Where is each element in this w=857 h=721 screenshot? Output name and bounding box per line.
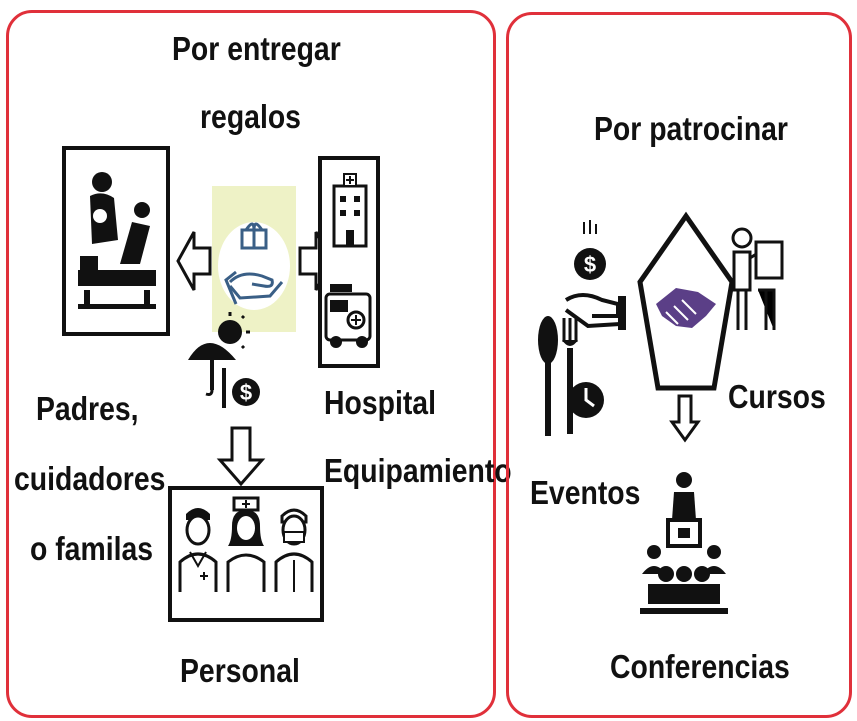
hospital-line1: Hospital xyxy=(324,384,436,421)
nurse-icon xyxy=(226,496,266,592)
hospital-line2: Equipamiento xyxy=(324,452,512,489)
left-title-line1: Por entregar xyxy=(172,30,341,67)
doctor-icon xyxy=(178,508,218,592)
svg-text:$: $ xyxy=(584,252,596,277)
hospital-building-icon xyxy=(332,173,368,248)
conferencias-label: Conferencias xyxy=(610,648,790,685)
eventos-label: Eventos xyxy=(530,474,641,511)
handshake-icon xyxy=(637,211,735,391)
teacher-board-icon xyxy=(731,227,784,330)
arrow-left-icon xyxy=(176,231,212,291)
arrow-down-right-icon xyxy=(669,394,701,443)
right-title: Por patrocinar xyxy=(594,110,788,147)
parents-line3: o familas xyxy=(30,530,154,567)
arrow-down-icon xyxy=(216,426,266,487)
svg-text:$: $ xyxy=(240,380,252,405)
parents-line1: Padres, xyxy=(36,390,139,427)
parents-line2: cuidadores xyxy=(14,460,166,497)
cutlery-clock-icon xyxy=(538,316,604,436)
money-icon: $ xyxy=(222,368,260,408)
staff-label: Personal xyxy=(180,652,300,689)
surgeon-icon xyxy=(274,508,314,592)
conference-audience-icon xyxy=(640,472,728,614)
parent-child-bed-icon xyxy=(78,172,156,309)
money-hand-icon: $ xyxy=(564,220,626,330)
ambulance-icon xyxy=(324,284,372,348)
cursos-label: Cursos xyxy=(728,378,826,415)
right-panel xyxy=(506,12,852,718)
gift-hand-icon xyxy=(212,186,296,332)
left-panel xyxy=(6,10,496,718)
left-title-line2: regalos xyxy=(200,98,301,135)
umbrella-sun-icon xyxy=(188,312,250,396)
